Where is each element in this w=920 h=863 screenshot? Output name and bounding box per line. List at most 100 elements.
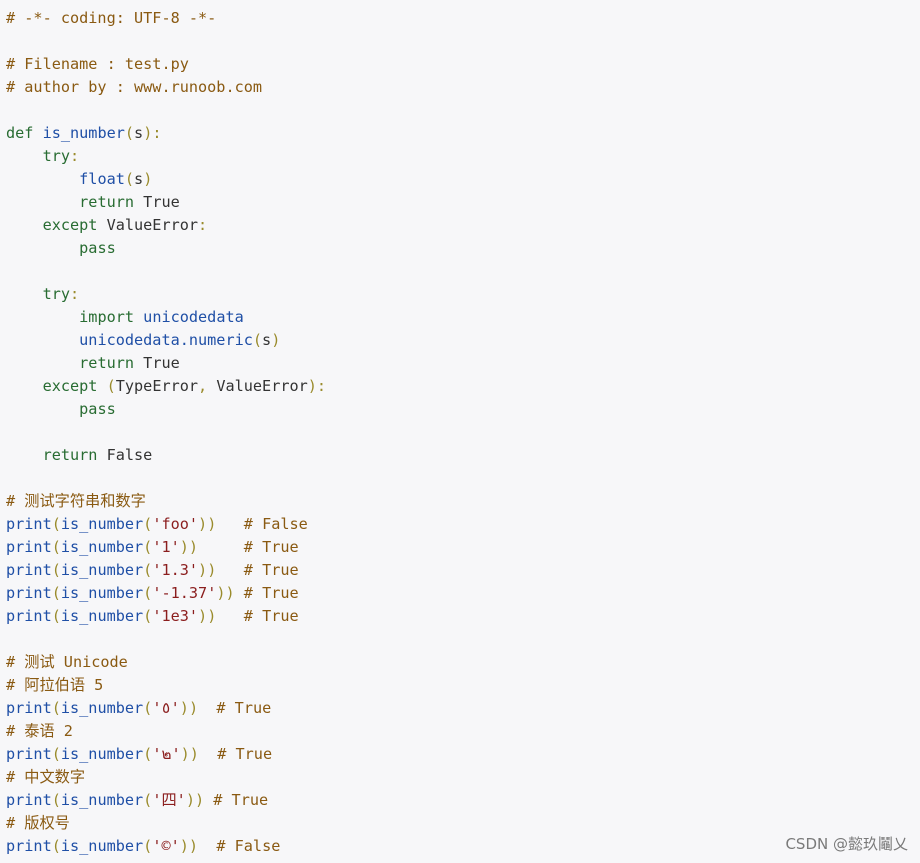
code-token: # True	[217, 745, 273, 763]
code-token: ))	[185, 791, 205, 809]
code-line: print(is_number('四')) # True	[6, 789, 326, 812]
code-token: is_number	[60, 699, 144, 717]
code-token: is_number	[60, 515, 144, 533]
code-token: # True	[243, 584, 299, 602]
code-token: (	[143, 745, 153, 763]
code-token: # 测试字符串和数字	[6, 492, 146, 510]
code-token: try	[42, 147, 71, 165]
code-token: (	[124, 124, 135, 142]
code-line	[6, 421, 326, 444]
code-token: 'foo'	[152, 515, 199, 533]
code-token	[6, 400, 79, 418]
code-line: # 版权号	[6, 812, 326, 835]
code-token: '四'	[152, 791, 186, 809]
code-token: :	[70, 285, 80, 303]
code-token: (	[143, 699, 153, 717]
code-token	[6, 308, 79, 326]
code-token: print	[6, 515, 52, 533]
code-token: print	[6, 584, 52, 602]
code-token: except	[42, 216, 107, 234]
code-token: s	[134, 124, 144, 142]
code-line	[6, 260, 326, 283]
code-token	[198, 538, 244, 556]
code-line: print(is_number('๒')) # True	[6, 743, 326, 766]
code-token: ))	[179, 837, 199, 855]
code-line: return True	[6, 352, 326, 375]
code-token: # True	[216, 699, 272, 717]
code-token: # True	[213, 791, 269, 809]
code-block: # -*- coding: UTF-8 -*- # Filename : tes…	[6, 7, 326, 858]
code-token	[198, 837, 216, 855]
code-token: # 测试 Unicode	[6, 653, 128, 671]
code-token: '1e3'	[152, 607, 199, 625]
code-line: print(is_number('1.3')) # True	[6, 559, 326, 582]
code-token: try	[42, 285, 71, 303]
code-token: (	[51, 515, 61, 533]
code-line: # author by : www.runoob.com	[6, 76, 326, 99]
code-line: pass	[6, 237, 326, 260]
code-line: # Filename : test.py	[6, 53, 326, 76]
code-token: ValueError	[106, 216, 199, 234]
code-line: unicodedata.numeric(s)	[6, 329, 326, 352]
code-token: (	[143, 515, 153, 533]
code-token: ValueError	[216, 377, 308, 395]
code-line: try:	[6, 145, 326, 168]
code-token	[6, 147, 43, 165]
code-token: print	[6, 561, 52, 579]
code-line: # 阿拉伯语 5	[6, 674, 326, 697]
code-line	[6, 628, 326, 651]
code-line: print(is_number('©')) # False	[6, 835, 326, 858]
code-line: print(is_number('-1.37')) # True	[6, 582, 326, 605]
code-token: is_number	[60, 837, 144, 855]
code-token: (	[51, 561, 61, 579]
code-token	[6, 354, 79, 372]
code-token: (	[106, 377, 116, 395]
code-token: return	[79, 354, 144, 372]
code-token: True	[143, 354, 180, 372]
code-line: # 泰语 2	[6, 720, 326, 743]
code-token: print	[6, 699, 52, 717]
code-line	[6, 467, 326, 490]
code-token	[6, 170, 79, 188]
code-token: # 版权号	[6, 814, 70, 832]
code-token: (	[252, 331, 263, 349]
code-line: try:	[6, 283, 326, 306]
code-token: except	[42, 377, 107, 395]
code-token: '1.3'	[152, 561, 199, 579]
code-token: # False	[243, 515, 308, 533]
code-token	[235, 584, 244, 602]
code-line: # 测试字符串和数字	[6, 490, 326, 513]
code-token: # 泰语 2	[6, 722, 73, 740]
code-token: ))	[216, 584, 235, 602]
code-token: True	[143, 193, 180, 211]
code-token: # -*- coding: UTF-8 -*-	[6, 9, 217, 27]
code-token: is_number	[60, 561, 144, 579]
code-token: ):	[307, 377, 327, 395]
code-token: return	[42, 446, 107, 464]
code-token	[6, 285, 43, 303]
code-token: import	[79, 308, 144, 326]
code-token: s	[262, 331, 272, 349]
code-token: (	[143, 837, 153, 855]
code-token: print	[6, 607, 52, 625]
code-line	[6, 99, 326, 122]
code-token: # author by : www.runoob.com	[6, 78, 263, 96]
code-token: pass	[79, 239, 116, 257]
code-line: pass	[6, 398, 326, 421]
code-token: # True	[243, 561, 299, 579]
code-token: (	[143, 584, 153, 602]
code-token: ))	[179, 699, 199, 717]
code-token: (	[51, 584, 61, 602]
code-token: print	[6, 791, 52, 809]
code-token: s	[134, 170, 144, 188]
code-token: (	[51, 837, 61, 855]
code-token: unicodedata.numeric	[79, 331, 253, 349]
code-token: is_number	[60, 538, 144, 556]
code-token: # 中文数字	[6, 768, 86, 786]
code-token: (	[51, 745, 61, 763]
code-token	[6, 193, 79, 211]
code-line: print(is_number('1e3')) # True	[6, 605, 326, 628]
code-token	[216, 515, 243, 533]
code-token	[6, 446, 43, 464]
code-token: '๒'	[152, 745, 181, 763]
